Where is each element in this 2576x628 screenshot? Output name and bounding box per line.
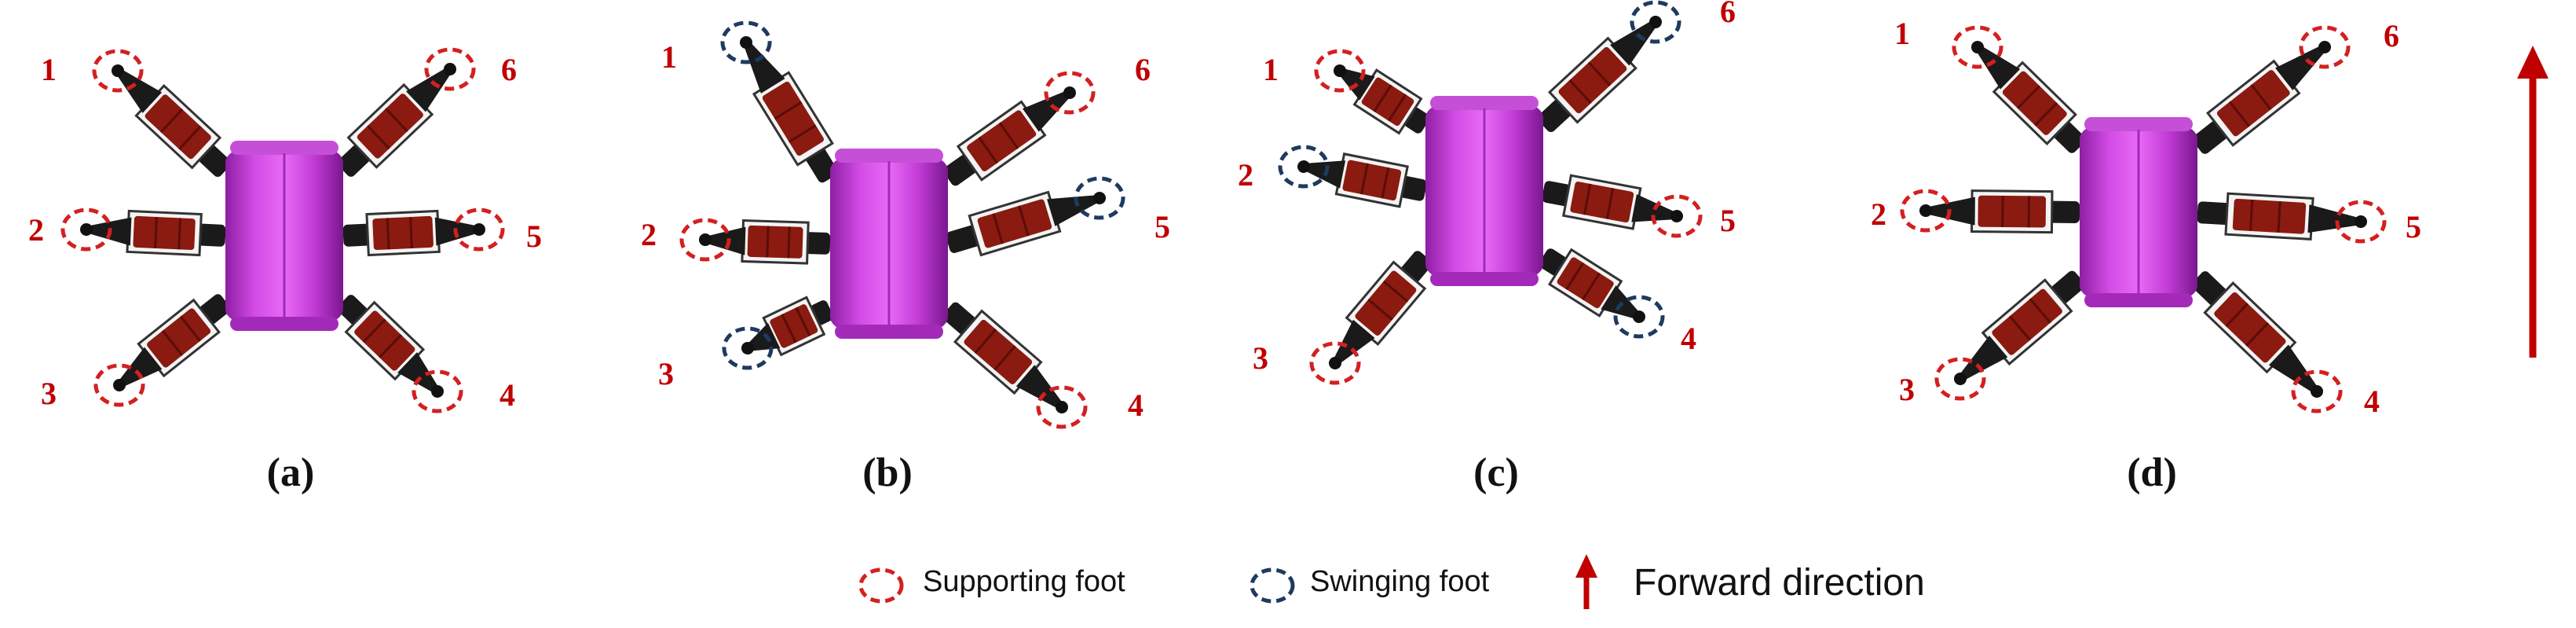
- legend-forward-arrow-icon: [1575, 554, 1597, 609]
- supporting-foot-marker: [679, 218, 731, 262]
- panel-a: 1 2 3 4 5 6 (a): [28, 47, 542, 495]
- swinging-foot-marker: [1074, 176, 1125, 220]
- swinging-foot-marker: [1613, 295, 1665, 339]
- leg-4: [942, 302, 1068, 413]
- panel-caption: (a): [267, 450, 315, 495]
- leg-1: [112, 64, 232, 177]
- leg-5: [1542, 174, 1684, 230]
- leg-number-label: 3: [1253, 340, 1268, 376]
- leg-1: [1333, 64, 1430, 135]
- supporting-foot-marker: [2335, 200, 2387, 244]
- leg-6: [1537, 15, 1662, 133]
- robot-body: [1425, 96, 1543, 286]
- legend-swinging-label: Swinging foot: [1310, 565, 1490, 598]
- supporting-foot-marker: [412, 369, 463, 413]
- leg-number-label: 1: [1263, 52, 1279, 87]
- leg-number-label: 2: [641, 217, 657, 252]
- swinging-foot-marker: [1630, 0, 1681, 44]
- supporting-foot-marker: [453, 207, 505, 252]
- leg-number-label: 6: [501, 52, 517, 87]
- supporting-foot-marker: [1314, 49, 1366, 93]
- supporting-foot-marker: [1952, 25, 2003, 69]
- supporting-foot-marker: [1651, 194, 1703, 238]
- leg-1: [740, 35, 838, 183]
- leg-number-label: 5: [2406, 209, 2421, 244]
- supporting-foot-marker: [1934, 357, 1986, 401]
- supporting-foot-marker: [60, 207, 112, 252]
- leg-number-label: 6: [1135, 52, 1151, 87]
- leg-number-label: 4: [2364, 384, 2380, 419]
- robot-body: [830, 149, 948, 339]
- leg-number-label: 3: [1899, 372, 1915, 407]
- leg-number-label: 2: [28, 212, 44, 248]
- leg-6: [337, 62, 456, 177]
- leg-number-label: 5: [1720, 203, 1736, 238]
- leg-number-label: 3: [41, 376, 57, 411]
- legend-supporting-icon: [858, 567, 904, 604]
- legend-supporting-label: Supporting foot: [923, 565, 1125, 598]
- leg-number-label: 2: [1238, 157, 1253, 193]
- leg-3: [113, 294, 231, 391]
- forward-direction-arrow: [2517, 46, 2549, 358]
- leg-2: [80, 209, 226, 257]
- leg-4: [2191, 271, 2324, 398]
- leg-number-label: 2: [1871, 196, 1886, 232]
- swinging-foot-marker: [722, 326, 774, 370]
- panel-caption: (c): [1473, 450, 1519, 495]
- supporting-foot-marker: [1900, 189, 1952, 233]
- leg-number-label: 4: [499, 377, 515, 413]
- leg-number-label: 1: [41, 52, 57, 87]
- legend-forward-label: Forward direction: [1634, 562, 1925, 604]
- leg-2: [1297, 152, 1427, 208]
- supporting-foot-marker: [92, 49, 144, 93]
- leg-5: [2197, 192, 2368, 241]
- supporting-foot-marker: [424, 47, 476, 91]
- supporting-foot-marker: [2299, 25, 2351, 69]
- leg-6: [2192, 40, 2332, 154]
- robot-body: [2080, 117, 2197, 307]
- leg-number-label: 1: [661, 39, 677, 75]
- supporting-foot-marker: [1036, 385, 1088, 429]
- leg-number-label: 5: [1154, 209, 1170, 244]
- panel-caption: (b): [862, 450, 913, 495]
- leg-number-label: 6: [2384, 18, 2399, 53]
- swinging-foot-marker: [720, 20, 772, 64]
- leg-number-label: 5: [526, 219, 542, 254]
- robot-body: [225, 141, 343, 331]
- leg-3: [1328, 251, 1433, 369]
- supporting-foot-marker: [2291, 369, 2343, 413]
- supporting-foot-marker: [93, 363, 145, 407]
- leg-4: [337, 295, 445, 398]
- leg-3: [1953, 270, 2085, 385]
- leg-4: [1539, 248, 1646, 323]
- legend-swinging-icon: [1250, 567, 1295, 604]
- leg-number-label: 4: [1681, 321, 1696, 356]
- supporting-foot-marker: [1309, 341, 1361, 385]
- supporting-foot-marker: [1044, 71, 1096, 115]
- legend: Supporting foot Swinging foot Forward di…: [858, 554, 1925, 609]
- panel-d: 1 2 3 4 5 6 (d): [1871, 16, 2421, 495]
- leg-6: [943, 86, 1076, 186]
- leg-2: [698, 219, 831, 265]
- panel-c: 1 2 3 4 5 6 (c): [1238, 0, 1736, 495]
- leg-1: [1971, 40, 2086, 153]
- leg-number-label: 1: [1894, 16, 1910, 51]
- leg-number-label: 3: [658, 356, 674, 391]
- swinging-foot-marker: [1278, 145, 1330, 189]
- leg-5: [946, 190, 1106, 257]
- leg-number-label: 4: [1128, 387, 1143, 423]
- leg-3: [741, 296, 834, 357]
- leg-number-label: 6: [1720, 0, 1736, 29]
- leg-2: [1919, 189, 2080, 234]
- panel-caption: (d): [2127, 450, 2177, 495]
- panel-b: 1 2 3 4 5 6 (b): [641, 20, 1170, 495]
- leg-5: [342, 209, 486, 257]
